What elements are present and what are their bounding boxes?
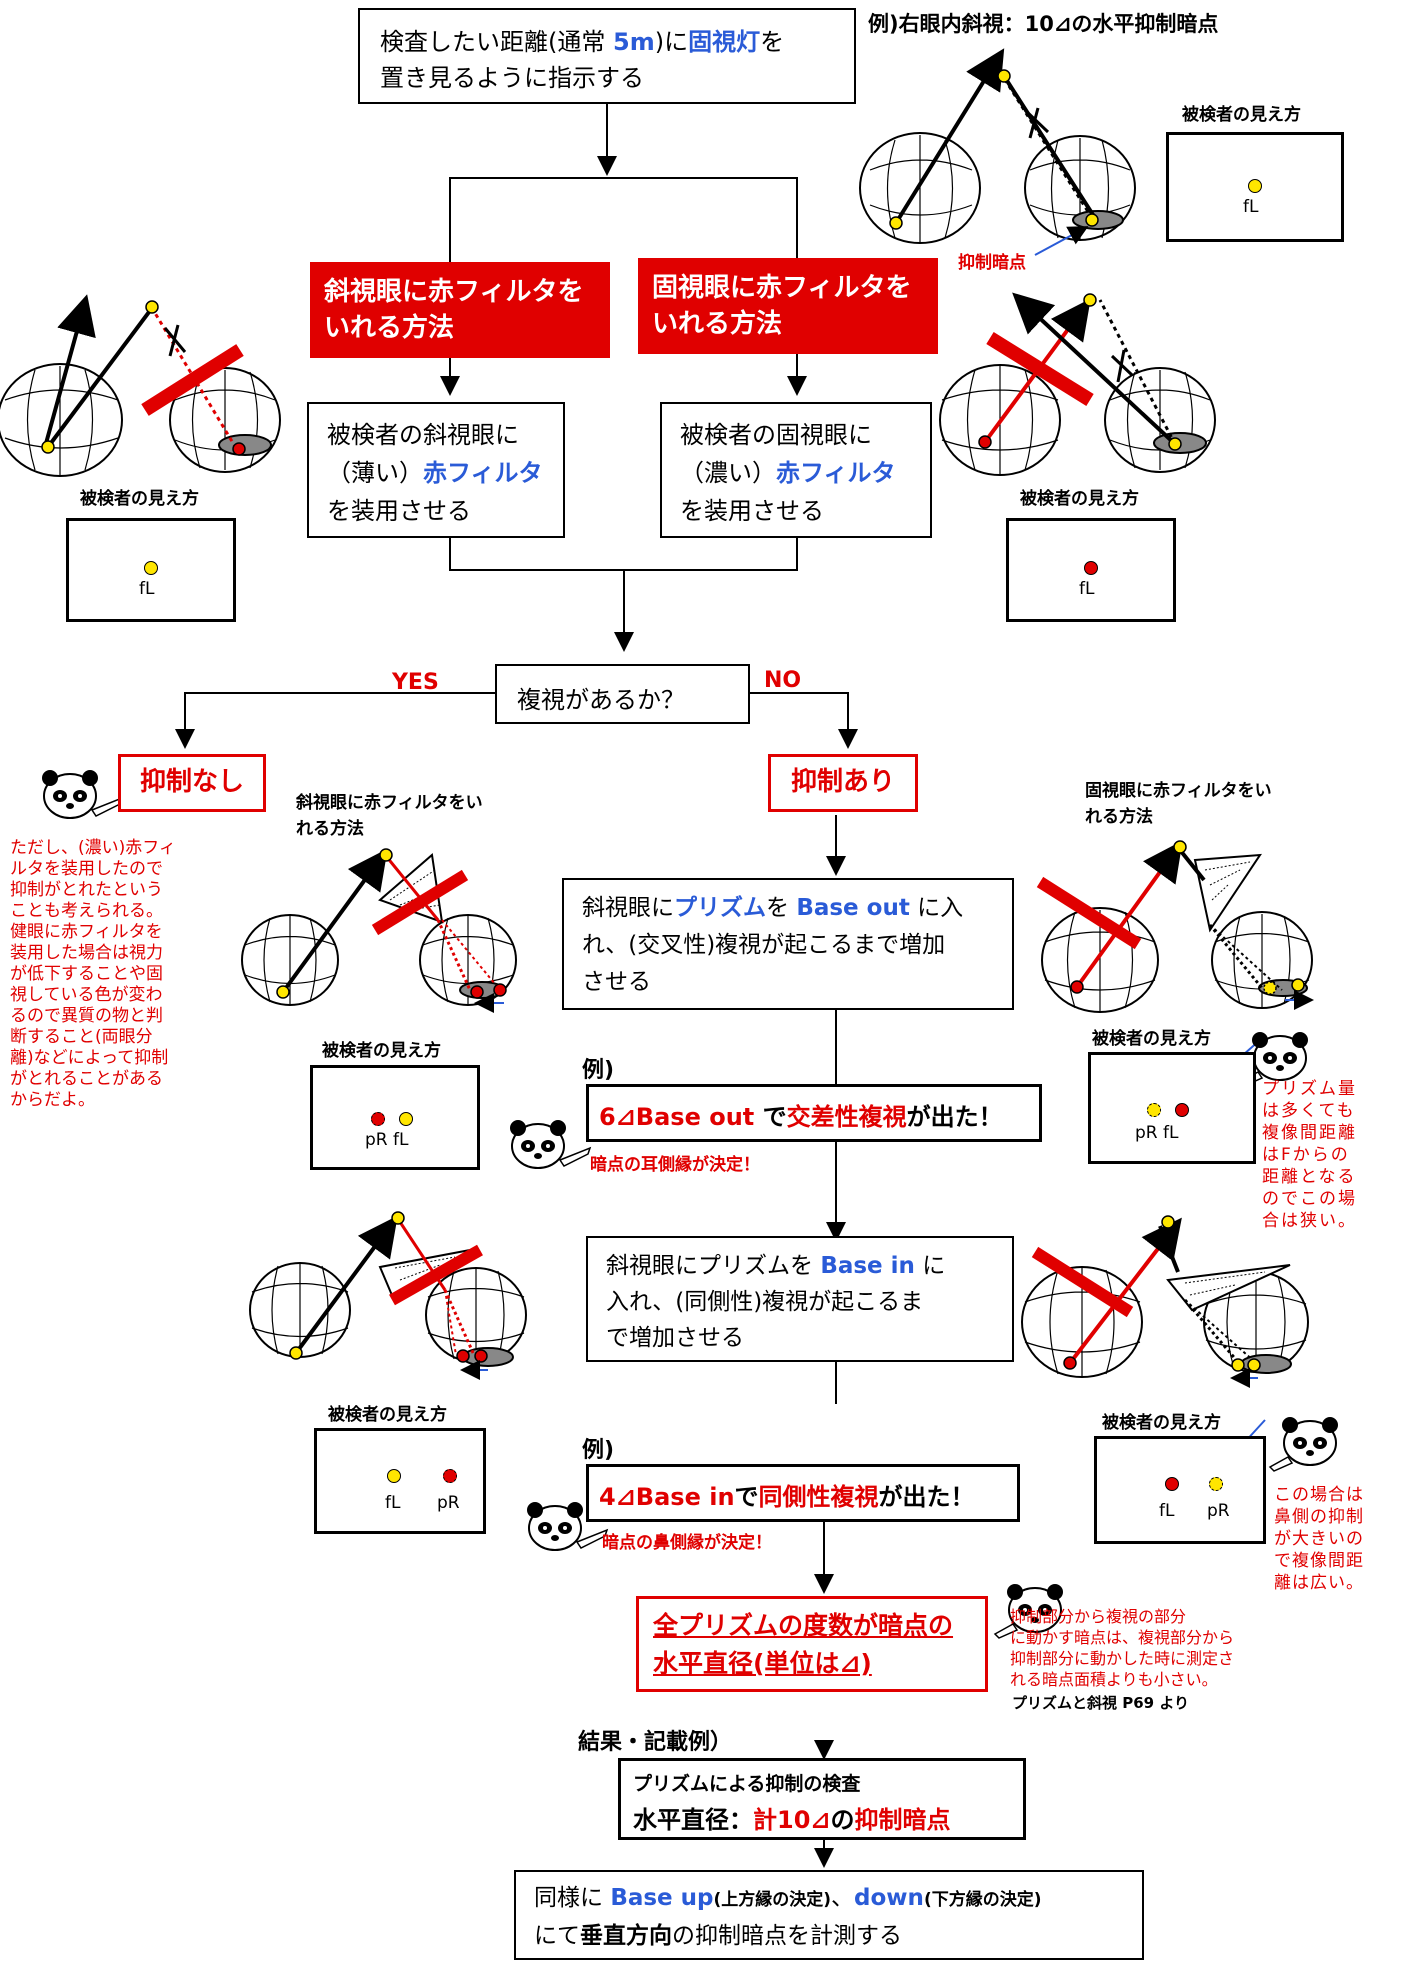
viewer-label-low-left: 被検者の見え方: [328, 1405, 447, 1425]
result-box-base-out: 6⊿Base out で交差性複視が出た！: [586, 1084, 1042, 1142]
prism-diagram-right-base-in: [1021, 1215, 1309, 1388]
example-label-2: 例): [582, 1438, 615, 1463]
mid-right-method-label: 固視眼に赤フィルタをい れる方法: [1085, 781, 1272, 827]
note-left-explanation: ただし、(濃い)赤フィ ルタを装用したので 抑制がとれたという ことも考えられる…: [10, 838, 176, 1110]
note-nasal-right: この場合は 鼻側の抑制 が大きいの で複像間距 離は広い。: [1274, 1485, 1364, 1593]
prism-diagram-right-base-out: [1036, 840, 1314, 1013]
viewer-label-low-right: 被検者の見え方: [1102, 1413, 1221, 1433]
red-dot: [371, 1112, 385, 1126]
result-no-suppression: 抑制なし: [118, 754, 266, 812]
viewer-box-top-right: fL: [1166, 132, 1344, 242]
prism-diagram-left-base-out: [241, 848, 517, 1013]
prfl-label: pR fL: [365, 1130, 409, 1150]
example-label-1: 例): [582, 1058, 615, 1083]
result-box-base-in: 4⊿Base inで同側性複視が出た！: [586, 1464, 1020, 1522]
viewer-box-mid-left: pR fL: [310, 1065, 480, 1170]
fixation-light-dot: [1147, 1103, 1161, 1117]
prism-diagram-left-base-in: [249, 1211, 527, 1380]
prfl-label: pR fL: [1135, 1123, 1179, 1143]
eye-diagram-top-right: [859, 48, 1136, 256]
fl-label: fL: [385, 1493, 401, 1513]
viewer-box-mid-right: pR fL: [1088, 1052, 1256, 1164]
record-box: プリズムによる抑制の検査 水平直径：計10⊿の抑制暗点: [618, 1758, 1026, 1840]
yes-label: YES: [392, 670, 439, 695]
method-red-filter-fixing-eye: 固視眼に赤フィルタを いれる方法: [638, 258, 938, 354]
fixation-light-dot: [387, 1469, 401, 1483]
suppression-scotoma-label: 抑制暗点: [958, 253, 1026, 273]
fixation-light-dot: [144, 561, 158, 575]
method-red-filter-deviating-eye: 斜視眼に赤フィルタを いれる方法: [310, 262, 610, 358]
instruction-box-fixing-eye: 被検者の固視眼に （濃い）赤フィルタ を装用させる: [660, 402, 932, 538]
viewer-label-top-right: 被検者の見え方: [1182, 105, 1301, 125]
eye-diagram-left-upper: [0, 294, 281, 477]
panda-mascot-icon: [42, 770, 1338, 1639]
result-suppression: 抑制あり: [768, 754, 918, 812]
viewer-box-low-left: fL pR: [314, 1428, 486, 1534]
pr-label: pR: [437, 1493, 460, 1513]
final-instruction-box: 同様に Base up(上方縁の決定)、down(下方縁の決定) にて垂直方向の…: [514, 1870, 1144, 1960]
viewer-label-mid-left: 被検者の見え方: [322, 1041, 441, 1061]
instruction-box-base-in: 斜視眼にプリズムを Base in に 入れ、(同側性)複視が起こるま で増加さ…: [586, 1236, 1014, 1362]
fl-label: fL: [1159, 1501, 1175, 1521]
question-diplopia: 複視があるか？: [495, 664, 750, 724]
fixation-light-dot: [1248, 179, 1262, 193]
viewer-box-low-right: fL pR: [1094, 1436, 1266, 1544]
example-title: 例)右眼内斜視：10⊿の水平抑制暗点: [868, 12, 1219, 36]
red-dot: [1084, 561, 1098, 575]
viewer-label-left-upper: 被検者の見え方: [80, 489, 199, 509]
fl-label: fL: [1079, 579, 1095, 599]
no-label: NO: [764, 668, 802, 693]
red-dot: [443, 1469, 457, 1483]
reference-label: プリズムと斜視 P69 より: [1012, 1694, 1190, 1712]
total-prism-box: 全プリズムの度数が暗点の 水平直径(単位は⊿): [636, 1596, 988, 1692]
note-prism-amount: プリズム量 は多くても 複像間距離 はFからの 距離となる のでこの場 合は狭い…: [1262, 1079, 1357, 1231]
note-scotoma-area: 抑制部分から複視の部分 に動かす暗点は、複視部分から 抑制部分に動かした時に測定…: [1010, 1607, 1235, 1689]
instruction-box-base-out: 斜視眼にプリズムを Base out に入 れ、(交叉性)複視が起こるまで増加 …: [562, 878, 1014, 1010]
eye-diagram-right-upper: [939, 292, 1216, 476]
viewer-label-right-upper: 被検者の見え方: [1020, 489, 1139, 509]
viewer-box-right-upper: fL: [1006, 518, 1176, 622]
fl-label: fL: [139, 579, 155, 599]
mid-left-method-label: 斜視眼に赤フィルタをい れる方法: [296, 793, 483, 839]
red-dot: [1175, 1103, 1189, 1117]
instruction-box-fixation: 検査したい距離(通常 5m)に固視灯を 置き見るように指示する: [358, 8, 856, 104]
pr-label: pR: [1207, 1501, 1230, 1521]
fixation-light-dot: [1209, 1477, 1223, 1491]
viewer-label-mid-right: 被検者の見え方: [1092, 1029, 1211, 1049]
red-dot: [1165, 1477, 1179, 1491]
note-nasal-edge: 暗点の鼻側縁が決定！: [602, 1533, 772, 1553]
fl-label: fL: [1243, 197, 1259, 217]
result-example-label: 結果・記載例）: [578, 1730, 733, 1755]
instruction-box-deviating-eye: 被検者の斜視眼に （薄い）赤フィルタ を装用させる: [307, 402, 565, 538]
note-temporal-edge: 暗点の耳側縁が決定！: [590, 1155, 760, 1175]
viewer-box-left-upper: fL: [66, 518, 236, 622]
fixation-light-dot: [399, 1112, 413, 1126]
